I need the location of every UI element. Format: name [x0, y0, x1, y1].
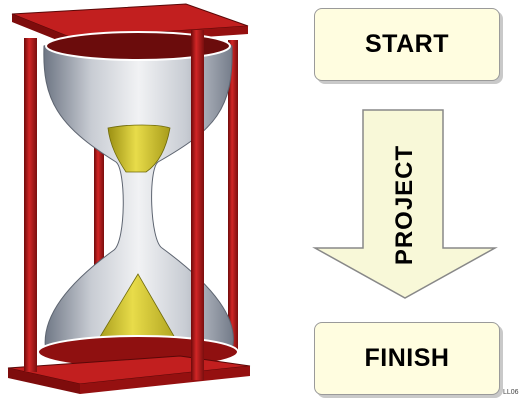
- upper-sand: [108, 125, 170, 172]
- project-label: PROJECT: [391, 145, 419, 265]
- front-post-left: [24, 38, 37, 372]
- start-box: START: [314, 8, 500, 81]
- bottom-plate: [8, 336, 250, 394]
- hourglass-illustration: [0, 0, 260, 402]
- front-post-right: [191, 30, 204, 380]
- finish-label: FINISH: [365, 344, 450, 373]
- corner-code: LL06: [503, 389, 519, 396]
- start-label: START: [365, 30, 449, 59]
- finish-box: FINISH: [314, 322, 500, 395]
